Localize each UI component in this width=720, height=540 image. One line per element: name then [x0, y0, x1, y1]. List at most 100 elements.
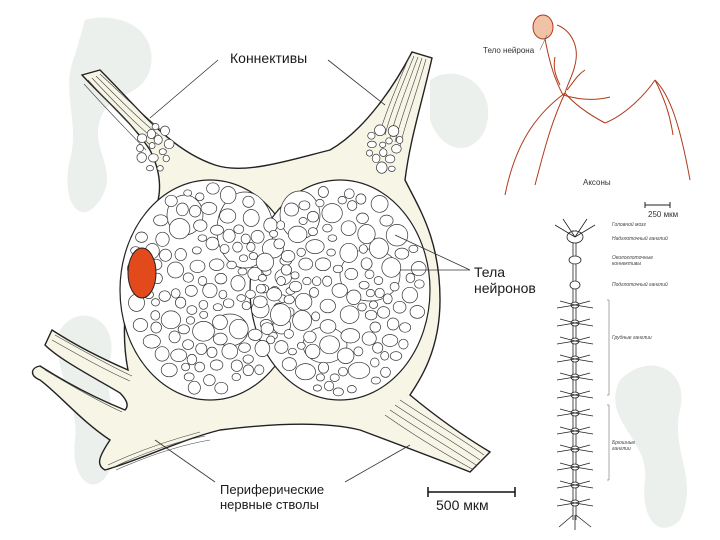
neuron-cell	[215, 273, 227, 284]
neuron-cell	[328, 235, 337, 242]
neuron-cell	[399, 339, 408, 349]
neuron-cell	[231, 276, 245, 291]
neuron-cell	[275, 341, 288, 354]
neuron-cell	[161, 126, 170, 136]
neuron-cell	[316, 374, 324, 381]
neuron-cell	[411, 262, 426, 276]
neuron-cell	[154, 215, 168, 226]
neuron-cell	[213, 304, 222, 311]
chain-label-supraesophageal: Надглоточный ганглий	[612, 236, 672, 242]
neuron-cell	[151, 311, 160, 321]
chain-label-brain: Головной мозг	[612, 222, 646, 228]
neuron-cell	[322, 204, 342, 223]
neuron-cell	[199, 300, 208, 309]
neuron-cell	[359, 281, 369, 289]
neuron-cell	[297, 248, 306, 256]
neuron-cell	[271, 304, 291, 326]
neuron-cell	[320, 336, 340, 354]
neuron-cell	[324, 381, 333, 391]
neuron-cell	[361, 258, 372, 270]
neuron-cell	[295, 293, 312, 310]
neuron-cell	[255, 365, 264, 375]
neuron-cell	[318, 187, 328, 198]
neuron-cell	[320, 320, 336, 334]
neuron-cell	[143, 335, 160, 349]
neuron-cell	[171, 349, 187, 362]
neuron-cell	[354, 347, 363, 356]
neuron-cell	[308, 228, 317, 236]
neuron-cell	[281, 250, 295, 262]
neuron-cell	[415, 280, 425, 288]
neuron-cell	[380, 149, 387, 157]
neuron-cell	[207, 183, 220, 194]
neuron-cell	[348, 362, 370, 378]
neuron-cell	[312, 312, 320, 321]
chain-label-subesophageal: Подглоточный ганглий	[612, 282, 672, 288]
neuron-cell	[388, 166, 395, 171]
neuron-cell	[347, 290, 361, 305]
neuron-cell	[227, 261, 237, 269]
neuron-cell	[213, 333, 227, 345]
neuron-cell	[201, 202, 217, 214]
neuron-cell	[196, 193, 204, 201]
neuron-cell	[291, 272, 299, 279]
neuron-cell	[387, 318, 399, 330]
neuron-cell	[290, 281, 302, 292]
neuron-cell	[187, 354, 197, 364]
neuron-cell	[323, 224, 332, 232]
neuron-cell	[189, 205, 200, 217]
neuron-cell	[297, 342, 305, 349]
neuron-cell	[155, 347, 169, 361]
neuron-cell	[238, 268, 247, 275]
neuron-cell	[215, 382, 228, 394]
neuron-cell	[381, 352, 389, 361]
neuron-cell	[382, 258, 401, 278]
neuron-cell	[371, 377, 380, 384]
neuron-cell	[370, 322, 381, 332]
neuron-cell	[357, 213, 369, 224]
neuron-cell	[267, 288, 282, 301]
neuron-cell	[200, 311, 208, 318]
neuron-cell	[315, 258, 330, 271]
neuron-cell	[390, 352, 402, 361]
neuron-cell	[247, 242, 255, 251]
neuron-cell	[185, 285, 197, 296]
neuron-cell	[303, 277, 311, 284]
neuron-cell	[386, 138, 393, 144]
neuron-cell	[347, 386, 356, 393]
neuron-cell	[198, 276, 207, 285]
neuron-cell	[366, 289, 374, 296]
neuron-cell	[203, 283, 217, 297]
neuron-cell	[284, 203, 298, 216]
neuron-cell	[193, 321, 215, 341]
neuron-cell	[258, 275, 266, 282]
neuron-cell	[149, 143, 155, 149]
neuron-cell	[373, 343, 383, 354]
neuron-cell	[380, 215, 393, 226]
neuron-cell	[207, 347, 217, 357]
nerve-segment	[575, 225, 595, 237]
neuron-cell	[133, 319, 147, 332]
neuron-cell	[358, 303, 367, 311]
neuron-cell	[152, 299, 160, 306]
neuron-cell	[147, 166, 154, 171]
neuron-cell	[183, 273, 193, 282]
neuron-cell	[369, 301, 377, 309]
neuron-cell	[320, 299, 335, 313]
neuron-cell	[196, 343, 207, 354]
neuron-cell	[386, 224, 408, 246]
neuron-cell	[231, 360, 242, 371]
neuron-cell	[313, 385, 321, 391]
neuron-cell	[330, 374, 339, 382]
neuron-cell	[243, 355, 253, 363]
neuron-cell	[234, 225, 244, 234]
neuron-cell	[256, 253, 273, 271]
neuron-cell	[211, 225, 224, 235]
neuron-cell	[299, 201, 310, 210]
neuron-cell	[332, 284, 347, 298]
neuron-cell	[277, 277, 286, 286]
neuron-cell	[204, 375, 216, 386]
neuron-cell	[213, 315, 228, 330]
neuron-cell	[340, 306, 359, 324]
neuron-cell	[194, 220, 207, 231]
